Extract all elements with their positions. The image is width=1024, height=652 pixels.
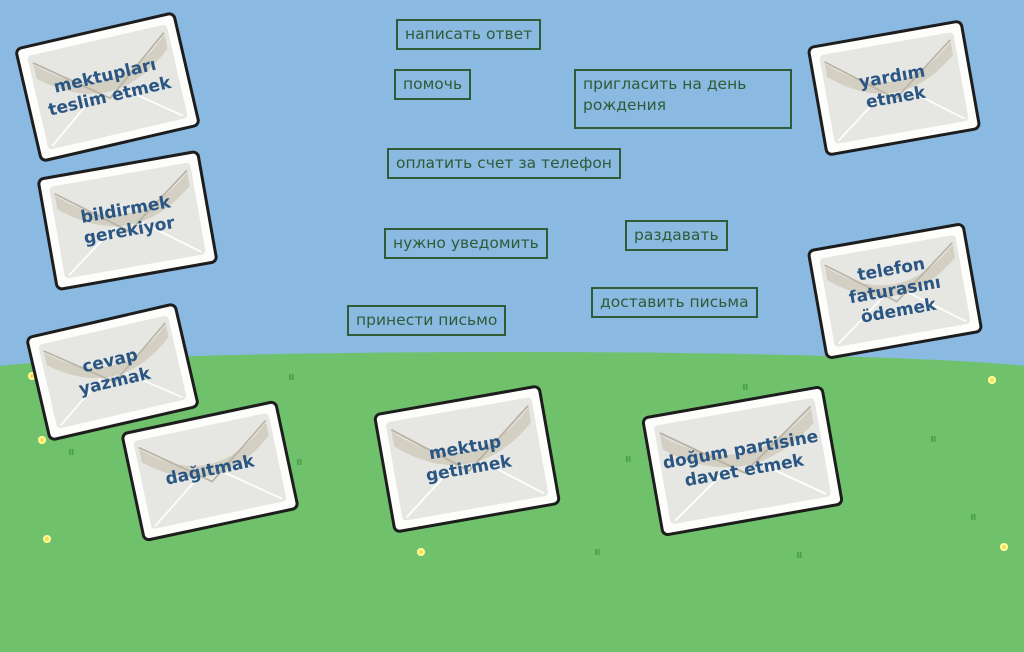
- envelope-drop-target[interactable]: bildirmek gerekiyor: [36, 149, 219, 292]
- envelope-icon: [385, 396, 549, 522]
- envelope-icon: [49, 162, 206, 279]
- envelope-drop-target[interactable]: mektup getirmek: [372, 384, 562, 534]
- word-card[interactable]: нужно уведомить: [384, 228, 548, 259]
- word-card[interactable]: написать ответ: [396, 19, 542, 50]
- flower: [28, 372, 36, 380]
- envelope-drop-target[interactable]: mektupları teslim etmek: [13, 10, 202, 164]
- grass-tuft: ıı: [68, 445, 74, 458]
- envelope-drop-target[interactable]: telefon faturasını ödemek: [806, 221, 984, 361]
- grass-tuft: ıı: [625, 452, 631, 465]
- word-card[interactable]: пригласить на день рождения: [574, 69, 792, 129]
- flower: [38, 436, 46, 444]
- word-card[interactable]: оплатить счет за телефон: [387, 148, 621, 179]
- grass-tuft: ıı: [296, 455, 302, 468]
- envelope-icon: [133, 412, 287, 530]
- word-card[interactable]: раздавать: [625, 220, 728, 251]
- envelope-icon: [27, 24, 188, 150]
- envelope-icon: [819, 234, 971, 348]
- flower: [43, 535, 51, 543]
- grass-tuft: ıı: [796, 548, 802, 561]
- envelope-icon: [819, 31, 969, 145]
- envelope-icon: [653, 397, 832, 525]
- word-card[interactable]: принести письмо: [347, 305, 507, 336]
- word-card[interactable]: помочь: [394, 69, 472, 100]
- grass-tuft: ıı: [970, 510, 976, 523]
- envelope-drop-target[interactable]: cevap yazmak: [24, 301, 201, 443]
- envelope-icon: [38, 315, 187, 429]
- grass-tuft: ıı: [930, 432, 936, 445]
- grass-tuft: ıı: [742, 380, 748, 393]
- flower: [417, 548, 425, 556]
- envelope-drop-target[interactable]: doğum partisine davet etmek: [640, 384, 845, 538]
- grass-tuft: ıı: [288, 370, 294, 383]
- word-card[interactable]: доставить письма: [591, 287, 758, 318]
- flower: [988, 376, 996, 384]
- flower: [1000, 543, 1008, 551]
- envelope-drop-target[interactable]: dağıtmak: [120, 399, 300, 543]
- grass-tuft: ıı: [594, 545, 600, 558]
- envelope-drop-target[interactable]: yardım etmek: [806, 19, 982, 157]
